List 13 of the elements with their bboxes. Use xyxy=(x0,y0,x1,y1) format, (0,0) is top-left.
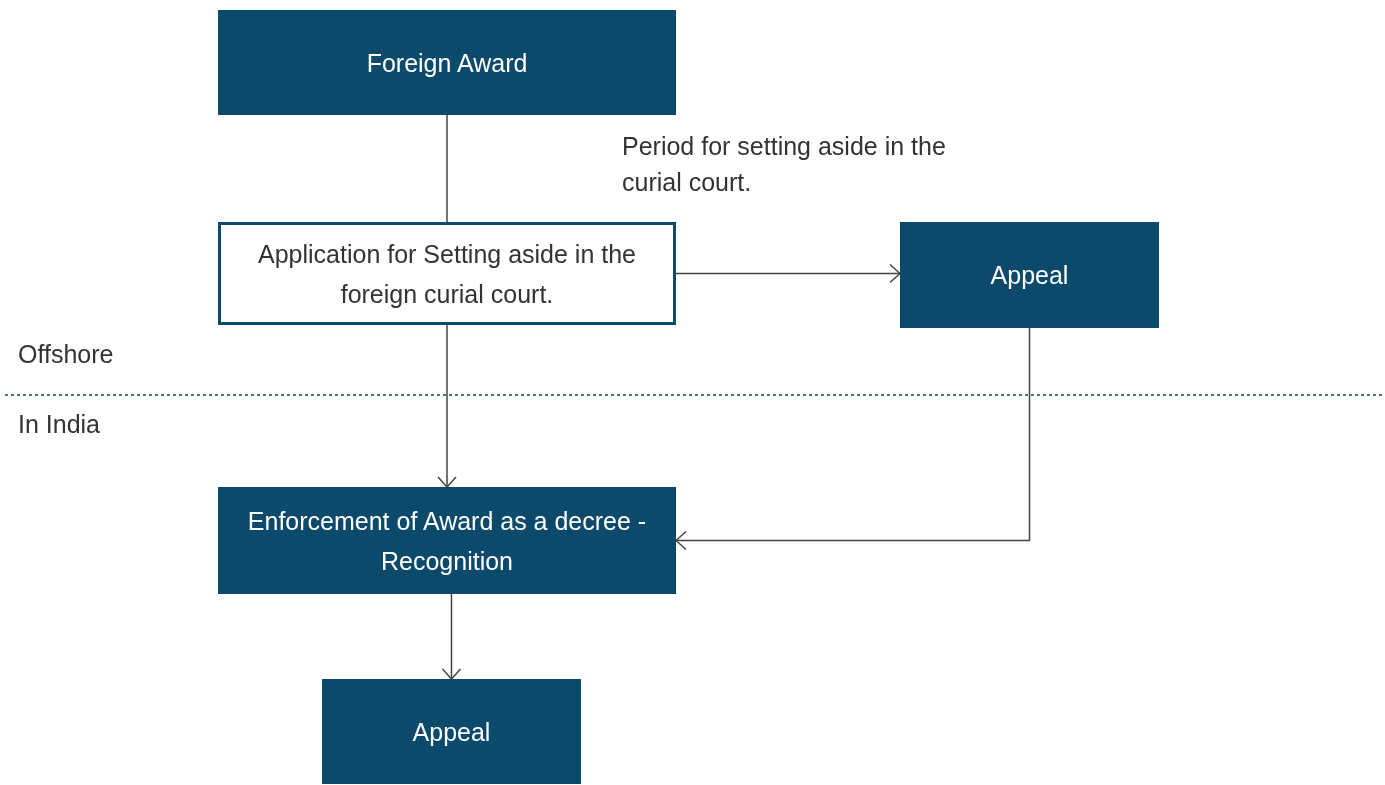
arrow xyxy=(437,324,457,488)
outlined-process-box: Application for Setting aside in the foreign curial court. xyxy=(218,222,676,325)
process-box: Foreign Award xyxy=(218,10,676,115)
process-box: Appeal xyxy=(322,679,581,784)
arrow xyxy=(441,593,462,680)
process-box: Enforcement of Award as a decree - Recognition xyxy=(218,487,676,594)
arrow xyxy=(675,327,1031,551)
arrow xyxy=(675,263,901,284)
note-text: Period for setting aside in the curial court. xyxy=(622,131,947,199)
connector-line xyxy=(446,114,448,223)
region-label: In India xyxy=(18,409,101,440)
process-box: Appeal xyxy=(900,222,1159,328)
region-label: Offshore xyxy=(18,339,115,370)
